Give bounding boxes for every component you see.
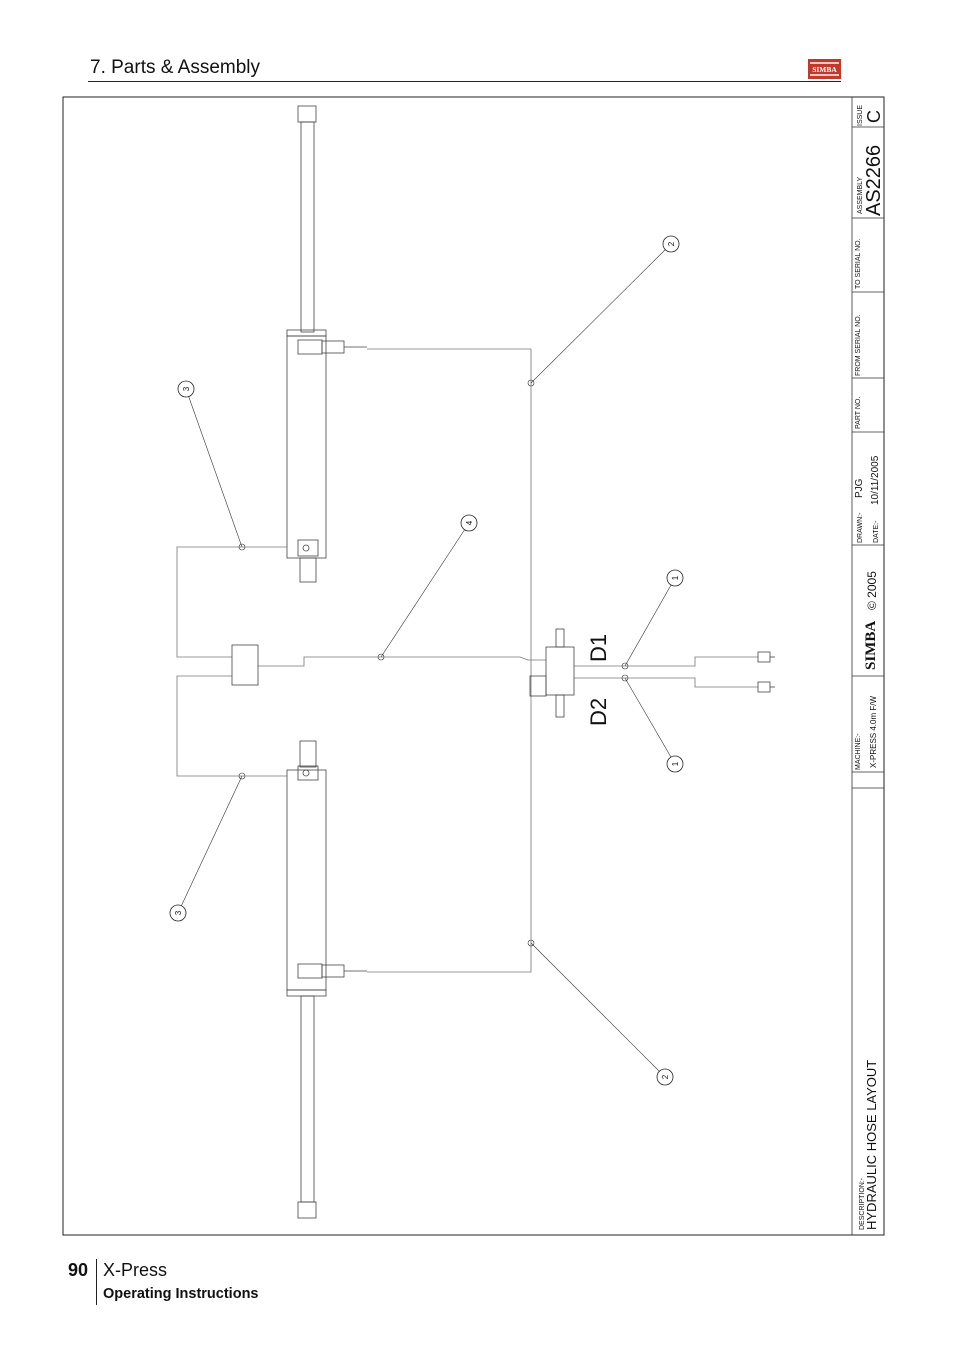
date-value: 10/11/2005: [870, 455, 881, 505]
date-label: DATE:-: [873, 520, 880, 543]
callout-4: 4: [465, 520, 474, 525]
callout-3-upper: 3: [182, 386, 191, 391]
description-value: HYDRAULIC HOSE LAYOUT: [864, 1060, 879, 1230]
description-label: DESCRIPTION:-: [859, 1177, 866, 1230]
title-block: [851, 97, 884, 1235]
copyright-text: © 2005: [865, 571, 879, 610]
logo-text: SIMBA: [812, 65, 837, 74]
hose-lower-base: [176, 675, 287, 777]
quick-release-coupler-d1: [757, 651, 775, 663]
part-no-label: PART NO.: [855, 397, 862, 429]
from-serial-label: FROM SERIAL NO.: [855, 314, 862, 376]
document-subtitle: Operating Instructions: [103, 1286, 259, 1302]
issue-label: ISSUE: [857, 105, 864, 126]
to-serial-label: TO SERIAL NO.: [855, 238, 862, 289]
lower-hydraulic-cylinder: [286, 740, 367, 1219]
assembly-label: ASSEMBLY: [857, 176, 864, 214]
callout-2-upper: 2: [667, 241, 676, 246]
drawn-value: PJG: [854, 478, 865, 498]
page-number: 90: [68, 1260, 89, 1280]
callout-1-upper: 1: [671, 575, 680, 580]
drawing-border: [62, 96, 885, 1236]
hose-tee-block: [231, 644, 259, 686]
hose-d1-to-coupler: [574, 656, 758, 667]
callout-1-lower: 1: [671, 761, 680, 766]
page-section-title: 7. Parts & Assembly: [90, 57, 261, 78]
assembly-number: AS2266: [863, 145, 885, 216]
title-block-brand: SIMBA: [863, 621, 879, 670]
hose-d2-to-coupler: [574, 677, 758, 688]
port-label-d1: D1: [586, 634, 611, 662]
port-label-d2: D2: [586, 698, 611, 726]
upper-hydraulic-cylinder: [286, 105, 367, 583]
issue-value: C: [864, 110, 884, 123]
callout-3-lower: 3: [174, 910, 183, 915]
quick-release-coupler-d2: [757, 681, 775, 693]
hose-upper-base: [176, 546, 287, 658]
simba-logo: SIMBA: [808, 59, 841, 79]
machine-label: MACHINE:-: [855, 733, 862, 770]
flow-control-valve: [529, 628, 575, 718]
hose-tee-to-valve: [258, 656, 546, 667]
product-name: X-Press: [103, 1260, 168, 1280]
footer-divider: [96, 1259, 97, 1305]
callout-2-lower: 2: [661, 1074, 670, 1079]
hose-upper-rod: [367, 348, 532, 973]
machine-value: X-PRESS 4.0m F/W: [869, 696, 878, 768]
drawn-label: DRAWN:-: [857, 512, 864, 543]
header-divider: [88, 81, 841, 82]
